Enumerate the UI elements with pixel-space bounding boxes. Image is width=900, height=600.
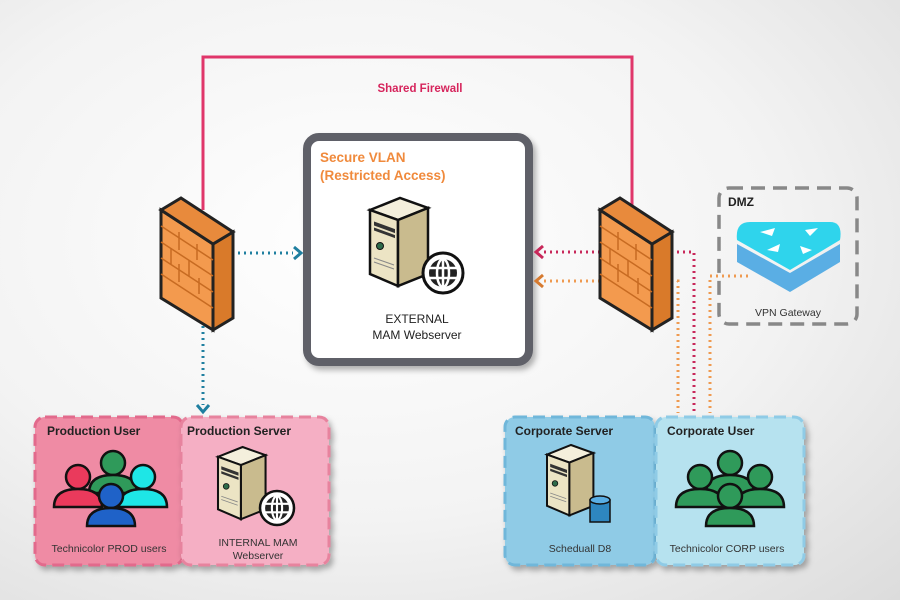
corporate-server-title: Corporate Server xyxy=(515,424,613,438)
production-user-title: Production User xyxy=(47,424,141,438)
orange-flow-corporate xyxy=(544,274,748,413)
arrow-icon xyxy=(533,273,544,289)
blue-flow-to-vlan xyxy=(201,251,293,405)
vlan-title-line2: (Restricted Access) xyxy=(320,168,446,183)
scheduall-server-icon xyxy=(545,443,611,523)
shared-firewall-label: Shared Firewall xyxy=(377,83,462,95)
arrow-icon xyxy=(293,245,304,261)
corporate-server-caption: Scheduall D8 xyxy=(549,543,612,555)
production-server-caption-line1: INTERNAL MAM xyxy=(219,537,298,549)
arrow-icon xyxy=(195,404,211,415)
vpn-gateway-icon xyxy=(736,222,841,292)
corporate-user-caption: Technicolor CORP users xyxy=(670,543,785,555)
vlan-title-line1: Secure VLAN xyxy=(320,150,406,165)
production-user-caption: Technicolor PROD users xyxy=(52,543,167,555)
production-server-title: Production Server xyxy=(187,424,291,438)
right-firewall-icon xyxy=(598,196,674,332)
production-server-caption-line2: Webserver xyxy=(233,550,284,562)
external-server-line1: EXTERNAL xyxy=(385,312,449,326)
shared-firewall-link xyxy=(201,55,634,210)
left-firewall-icon xyxy=(159,196,235,332)
vpn-gateway-label: VPN Gateway xyxy=(755,307,822,319)
dmz-title: DMZ xyxy=(728,195,754,209)
external-server-line2: MAM Webserver xyxy=(372,328,461,342)
arrow-icon xyxy=(533,244,544,260)
corporate-user-title: Corporate User xyxy=(667,424,755,438)
